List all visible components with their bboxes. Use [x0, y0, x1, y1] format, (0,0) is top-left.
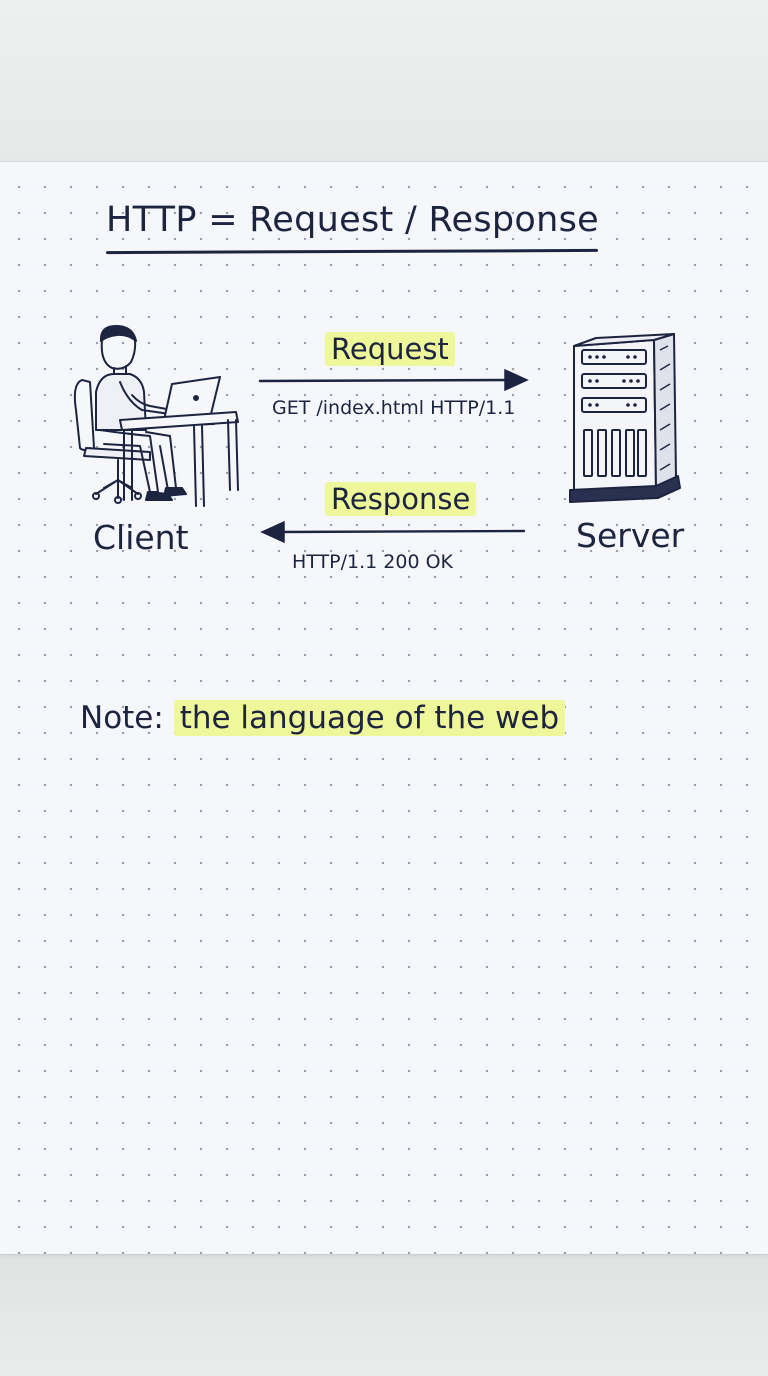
- note-text: the language of the web: [173, 700, 566, 736]
- client-label: Client: [93, 518, 189, 557]
- request-label-wrapper: Request: [325, 332, 455, 366]
- arrow-right-icon: [258, 368, 529, 392]
- note: Note: the language of the web: [80, 700, 566, 736]
- person-at-laptop-icon: [73, 325, 239, 507]
- request-label: Request: [325, 332, 455, 366]
- response-label: Response: [325, 482, 477, 516]
- server-label: Server: [576, 516, 685, 555]
- background-bottom: [0, 1254, 768, 1376]
- background-top: [0, 0, 768, 162]
- server-rack-icon: [569, 333, 681, 503]
- request-line: GET /index.html HTTP/1.1: [272, 397, 516, 419]
- response-line: HTTP/1.1 200 OK: [292, 551, 453, 573]
- diagram-title: HTTP = Request / Response: [106, 200, 599, 240]
- note-prefix: Note:: [80, 700, 164, 736]
- response-label-wrapper: Response: [325, 482, 477, 516]
- arrow-left-icon: [260, 520, 526, 544]
